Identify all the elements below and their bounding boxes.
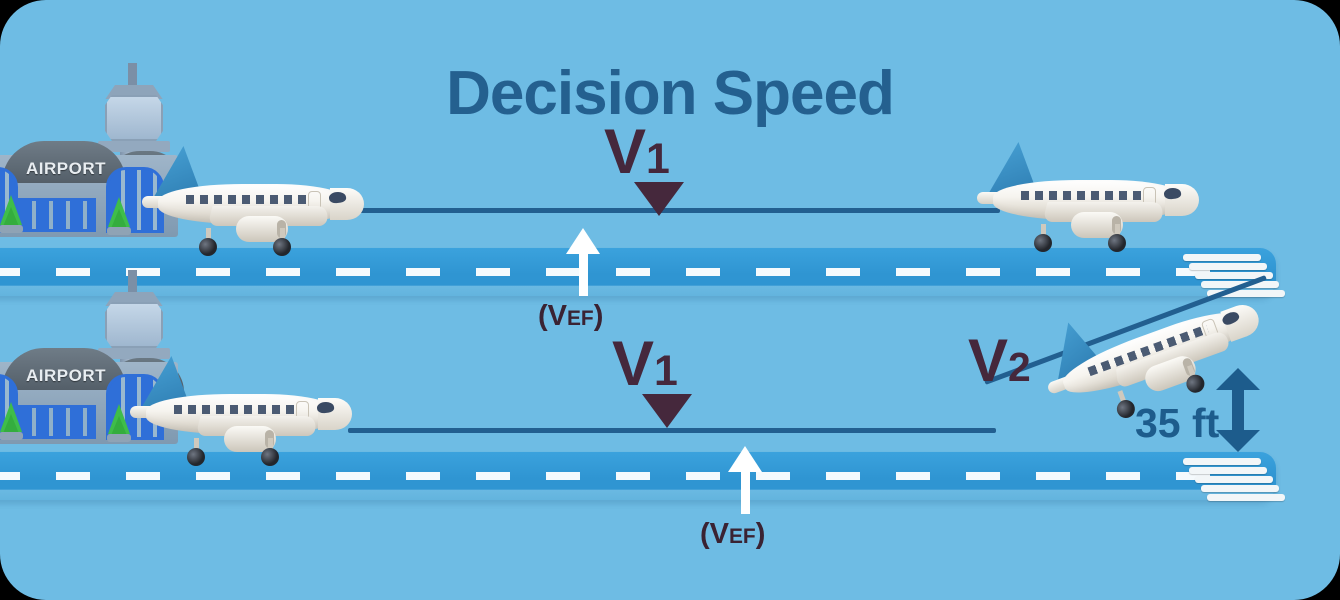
- v1-pointer-icon-row-2: [642, 394, 692, 428]
- threshold-stripe: [1189, 263, 1267, 270]
- threshold-stripe: [1207, 494, 1285, 501]
- v1-marker-row-2: V1: [612, 329, 678, 399]
- threshold-stripe: [1195, 272, 1273, 279]
- threshold-stripe: [1183, 254, 1261, 261]
- v1-pointer-icon-row-1: [634, 182, 684, 216]
- control-tower-cabin: [105, 95, 163, 141]
- control-tower-deck: [98, 348, 170, 359]
- ground-roll-path-row-2: [348, 428, 996, 433]
- threshold-stripe: [1183, 458, 1261, 465]
- tree-icon: [106, 197, 132, 237]
- vef-label-row-1: (VEF): [538, 300, 604, 332]
- terminal-roof-main: [2, 348, 126, 390]
- airport-sign: AIRPORT: [26, 366, 106, 385]
- airport-sign: AIRPORT: [26, 159, 106, 178]
- airport-terminal-1: AIRPORT: [0, 55, 203, 255]
- runway-row-1: [0, 248, 1285, 297]
- control-tower-deck: [98, 141, 170, 152]
- vef-arrow-icon-row-2: [728, 446, 762, 514]
- threshold-stripe: [1195, 476, 1273, 483]
- threshold-stripe: [1207, 290, 1285, 297]
- terminal-window-row: [16, 198, 96, 232]
- page-title: Decision Speed: [446, 59, 895, 128]
- control-tower-cabin: [105, 302, 163, 348]
- v1-marker-row-1: V1: [604, 117, 670, 187]
- aircraft-stopped-row-1: [975, 142, 1199, 252]
- runway-row-2: [0, 452, 1285, 501]
- threshold-stripe: [1189, 467, 1267, 474]
- screen-height-label: 35 ft: [1135, 400, 1220, 446]
- tower-antenna-icon: [128, 270, 137, 298]
- aircraft-start-row-2: [128, 356, 352, 466]
- tree-icon: [0, 402, 24, 442]
- aircraft-start-row-1: [140, 146, 364, 256]
- tower-antenna-icon: [128, 63, 137, 91]
- terminal-window-row: [16, 405, 96, 439]
- runway-centerline-2: [0, 472, 1216, 480]
- tree-icon: [106, 404, 132, 444]
- terminal-roof-main: [2, 141, 126, 183]
- threshold-stripe: [1201, 485, 1279, 492]
- screen-height-arrow-icon: [1216, 368, 1260, 452]
- v2-marker: V2: [968, 327, 1031, 394]
- vef-label-row-2: (VEF): [700, 518, 766, 550]
- vef-arrow-icon-row-1: [566, 228, 600, 296]
- runway-centerline-1: [0, 268, 1216, 276]
- tree-icon: [0, 195, 24, 235]
